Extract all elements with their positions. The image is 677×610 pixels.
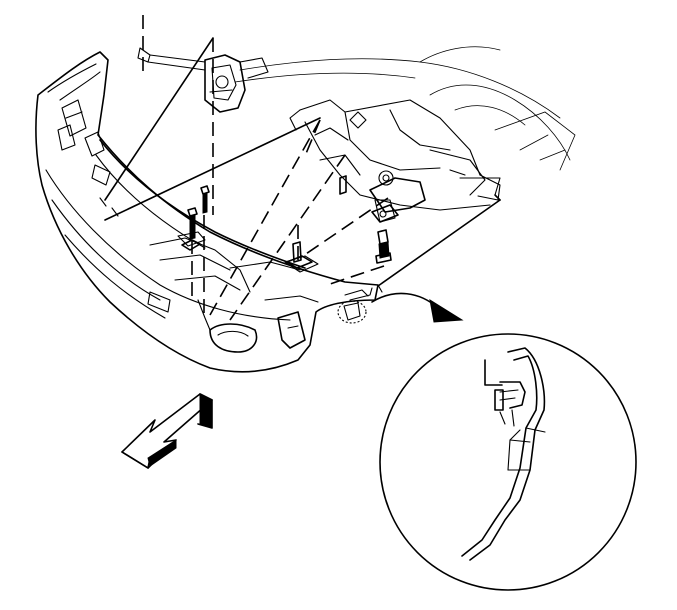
- upper-bolts: [187, 185, 210, 240]
- detail-view: [379, 333, 637, 591]
- lower-bolt: [375, 229, 392, 264]
- retainer-nuts: [181, 175, 347, 269]
- direction-arrow: [121, 393, 213, 469]
- guide-lines: [104, 37, 501, 293]
- alignment-lines: [142, 15, 389, 321]
- detail-callout-arrow: [371, 292, 464, 323]
